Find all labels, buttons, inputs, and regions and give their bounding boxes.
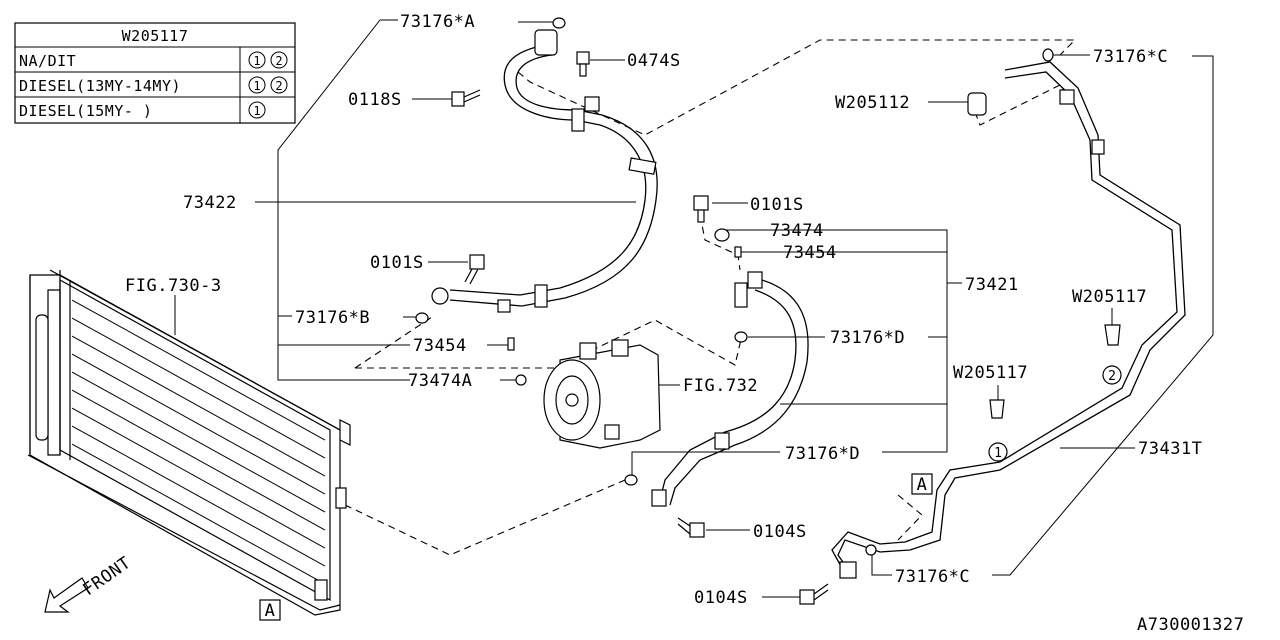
table-mark: 1 (253, 104, 260, 118)
ref-box-a: A (917, 475, 928, 495)
part-labels: 73176*A 0474S 0118S 73176*C W205112 7342… (125, 12, 1244, 635)
condenser-fins (71, 299, 326, 585)
callout-number: 1 (994, 446, 1002, 461)
callout-circles: 2 1 (988, 365, 1122, 462)
part-label-0104s-bottom: 0104S (694, 588, 748, 608)
part-label-73176-b: 73176*B (295, 308, 370, 328)
part-label-73176-c-top: 73176*C (1093, 47, 1168, 67)
table-marks: 1 2 1 2 1 (248, 51, 288, 119)
part-label-0101s-right: 0101S (750, 195, 804, 215)
part-label-73474: 73474 (770, 221, 824, 241)
pipe-73431T (831, 61, 1186, 579)
part-label-73176-d-upper: 73176*D (830, 328, 905, 348)
callout-number: 2 (1108, 369, 1116, 384)
fasteners (415, 17, 1121, 605)
reference-boxes: A A (259, 473, 933, 621)
part-label-73176-c-bottom: 73176*C (895, 567, 970, 587)
part-label-fig-732: FIG.732 (683, 376, 758, 396)
part-label-73176-d-lower: 73176*D (785, 444, 860, 464)
diagram-id: A730001327 (1137, 615, 1244, 635)
hose-73421 (651, 271, 809, 507)
hose-73422 (431, 29, 658, 308)
part-label-73454-left: 73454 (413, 336, 467, 356)
table-mark: 1 (253, 79, 260, 93)
table-mark: 2 (275, 54, 282, 68)
part-label-w205117-mid: W205117 (953, 363, 1028, 383)
part-label-73176-a: 73176*A (400, 12, 475, 32)
part-label-73454-right: 73454 (783, 243, 837, 263)
leader-lines (174, 19, 1214, 598)
dashed-lines (344, 39, 1077, 556)
part-label-73474a: 73474A (408, 371, 472, 391)
part-label-0104s-mid: 0104S (753, 522, 807, 542)
part-label-0118s: 0118S (348, 90, 402, 110)
ref-box-a: A (265, 601, 276, 621)
part-label-0101s-left: 0101S (370, 253, 424, 273)
compressor (543, 339, 661, 449)
part-label-73431t: 73431T (1138, 439, 1202, 459)
table-mark: 1 (253, 54, 260, 68)
part-label-73422: 73422 (183, 193, 237, 213)
part-label-fig-730-3: FIG.730-3 (125, 276, 222, 296)
table-row-label: NA/DIT (19, 52, 76, 70)
table-row-label: DIESEL(15MY- ) (19, 102, 152, 120)
front-arrow: FRONT (44, 553, 135, 613)
condenser (27, 269, 351, 616)
part-label-w205112: W205112 (835, 93, 910, 113)
part-label-w205117-right: W205117 (1072, 287, 1147, 307)
table-row-label: DIESEL(13MY-14MY) (19, 77, 181, 95)
table-header: W205117 (122, 27, 189, 45)
applicability-table: W205117 NA/DIT DIESEL(13MY-14MY) DIESEL(… (14, 22, 296, 124)
table-mark: 2 (275, 79, 282, 93)
part-label-73421: 73421 (965, 275, 1019, 295)
front-label: FRONT (79, 553, 134, 600)
part-label-0474s: 0474S (627, 51, 681, 71)
